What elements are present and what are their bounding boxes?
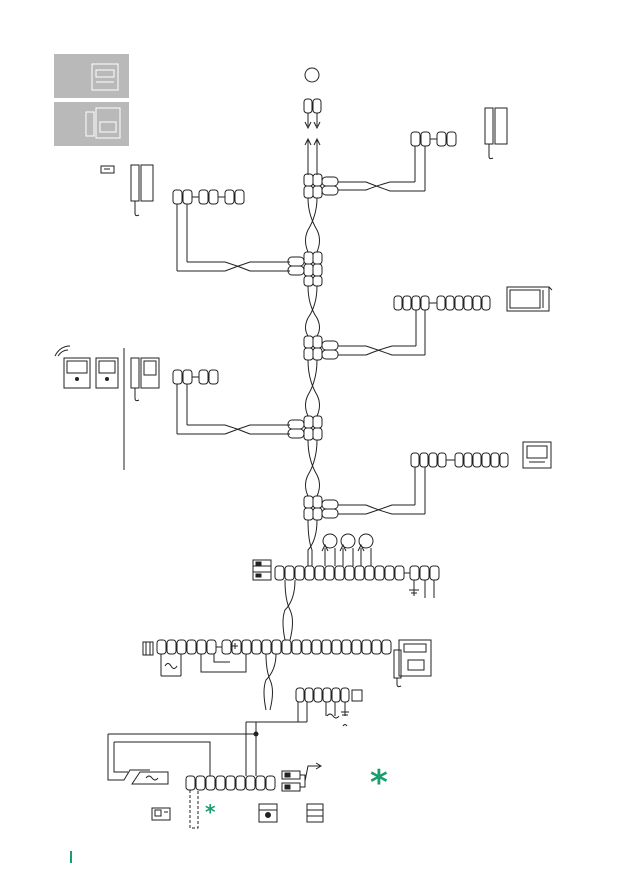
terminal-strip-monitor-wide: [394, 296, 490, 310]
door-lock: [132, 772, 168, 784]
terminal-row-main: [275, 566, 439, 580]
camera: [282, 771, 300, 791]
relay-module: [253, 560, 271, 580]
page-marker: [70, 851, 72, 863]
handsfree-video-units: [55, 346, 124, 470]
video-monitor-wide: [507, 287, 552, 311]
terminal-strip-monitor-compact: [411, 453, 508, 467]
terminal-block: [307, 804, 323, 822]
handset-video-unit: [131, 358, 159, 401]
terminal-strip-top-right: [411, 132, 456, 146]
asterisk-marker: *: [205, 802, 215, 822]
handset-intercom-left: [101, 165, 153, 216]
terminal-strip-left-2: [173, 370, 218, 384]
entrance-panel-small: [152, 808, 170, 820]
legend-entrance-panel: [54, 54, 129, 98]
terminal-group-supply: [296, 688, 362, 702]
legend-handset-unit: [54, 102, 129, 146]
asterisk-note-symbol: *: [370, 766, 388, 800]
terminal-row-switchboard: [157, 640, 391, 654]
terminal-row-entrance: [186, 776, 275, 790]
switchboard-unit: [394, 640, 431, 687]
video-monitor-compact: [523, 442, 551, 468]
handset-intercom-top-right: [485, 108, 507, 159]
power-supply-unit: [143, 642, 153, 655]
terminal-strip-left-1: [173, 190, 244, 204]
speaker-module: [259, 804, 277, 822]
